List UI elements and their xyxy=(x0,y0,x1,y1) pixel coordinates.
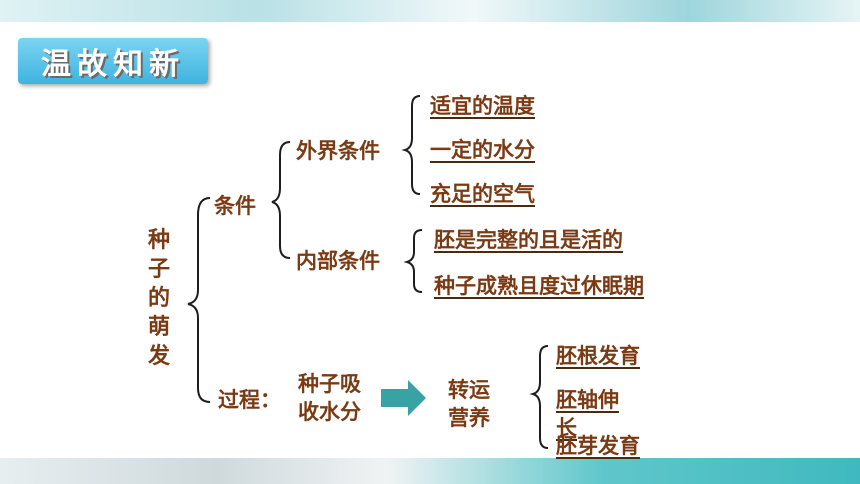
process-arrow xyxy=(381,380,426,416)
external-item-temperature: 适宜的温度 xyxy=(430,94,535,118)
top-decoration-band xyxy=(0,0,860,22)
internal-brace xyxy=(403,229,423,293)
process-item-plumule: 胚芽发育 xyxy=(556,434,640,458)
process-step-transport-nutrients: 转运营养 xyxy=(448,378,490,430)
internal-conditions-node: 内部条件 xyxy=(296,249,380,273)
process-item-radicle: 胚根发育 xyxy=(556,344,640,368)
root-node: 种子的萌发 xyxy=(147,228,170,369)
process-brace xyxy=(529,345,549,449)
process-step-absorb-water: 种子吸收水分 xyxy=(298,372,361,424)
conditions-node: 条件 xyxy=(214,194,256,218)
process-node: 过程： xyxy=(218,388,281,412)
external-conditions-node: 外界条件 xyxy=(296,139,380,163)
process-item-hypocotyl: 胚轴伸长 xyxy=(556,388,619,440)
page-title: 温故知新 xyxy=(41,47,185,82)
root-brace xyxy=(187,197,211,403)
conditions-brace xyxy=(271,141,291,259)
internal-item-embryo: 胚是完整的且是活的 xyxy=(434,228,623,252)
bottom-decoration-band xyxy=(0,458,860,484)
external-item-water: 一定的水分 xyxy=(430,138,535,162)
external-item-air: 充足的空气 xyxy=(430,182,535,206)
title-badge: 温故知新 xyxy=(18,38,208,84)
internal-item-dormancy: 种子成熟且度过休眠期 xyxy=(434,274,644,298)
external-brace xyxy=(401,95,421,195)
